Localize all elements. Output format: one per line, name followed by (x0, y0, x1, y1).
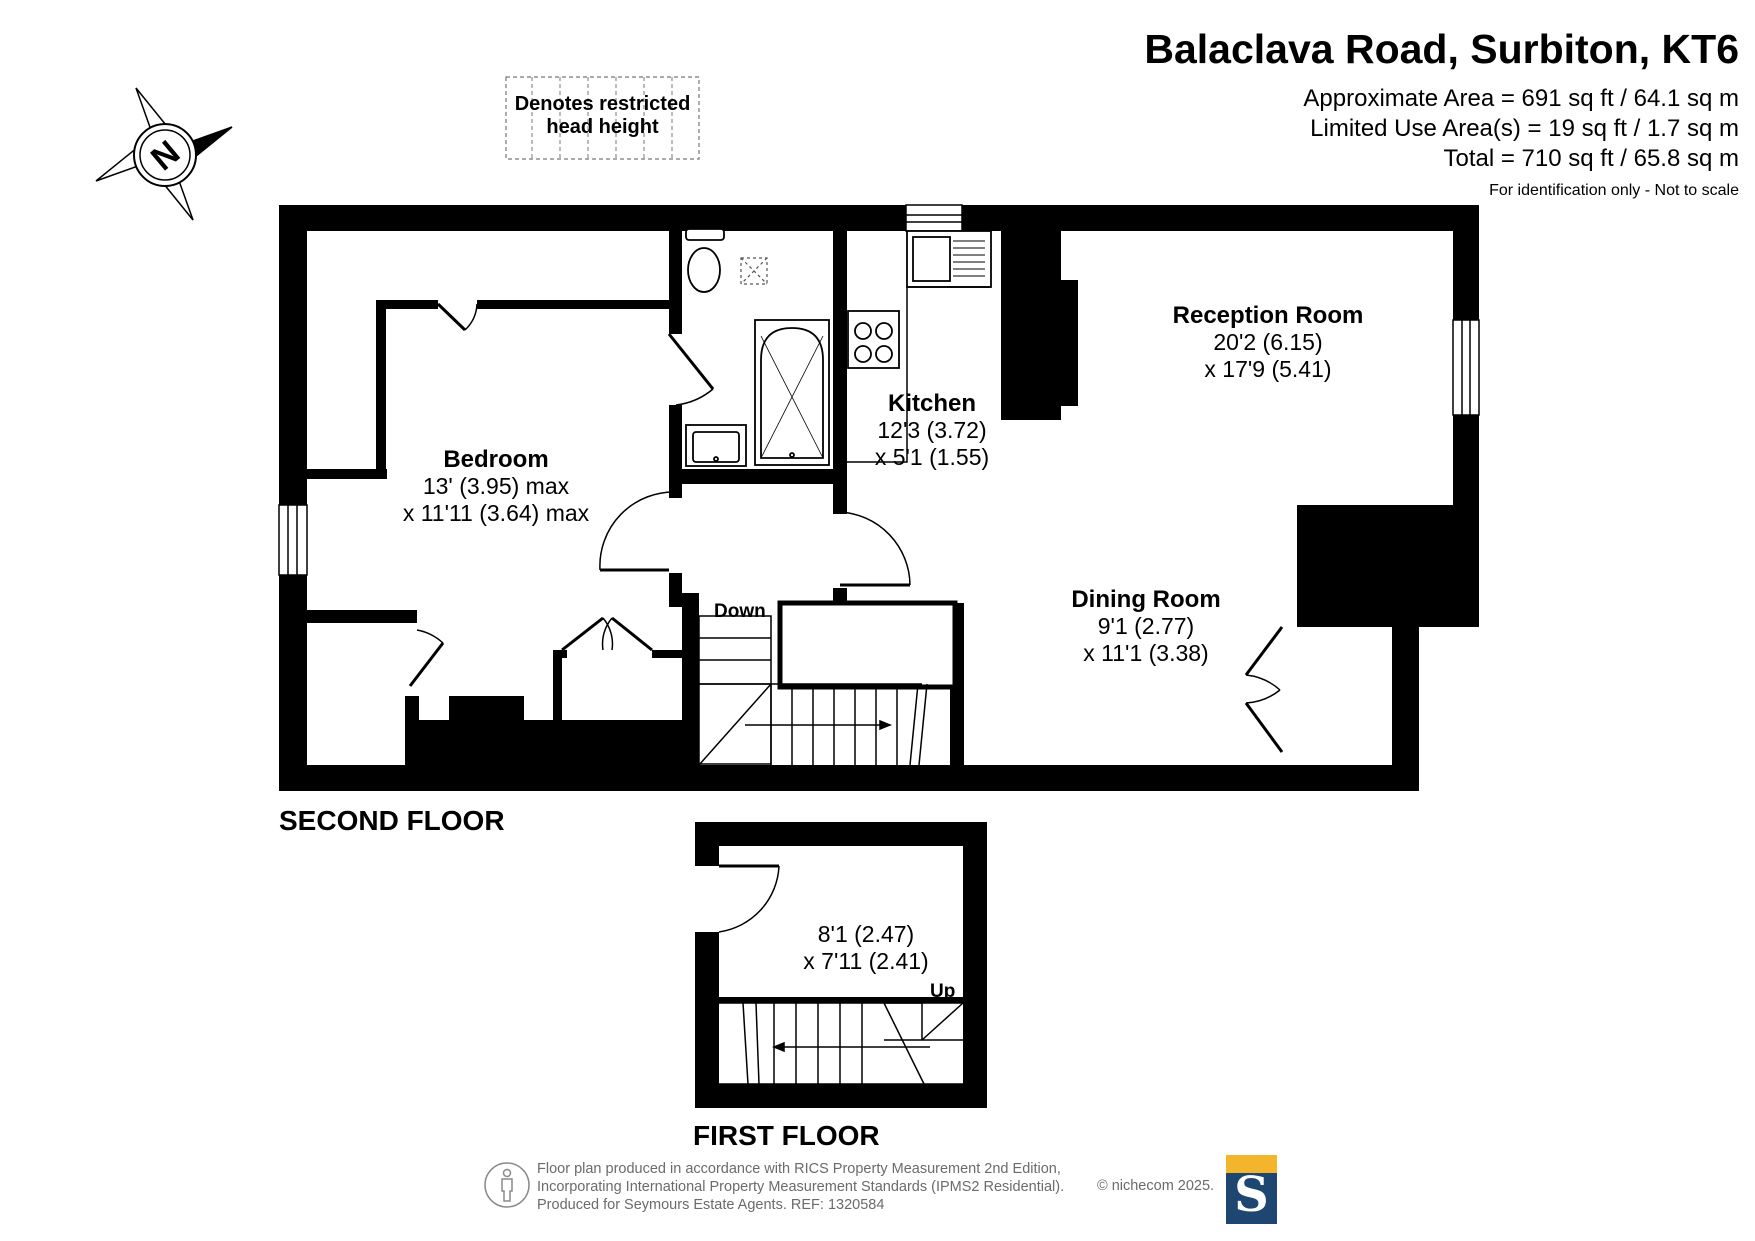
bedroom-label: Bedroom 13' (3.95) max x 11'11 (3.64) ma… (403, 446, 590, 526)
kitchen-sink-icon (906, 230, 992, 288)
dining-name: Dining Room (1071, 586, 1220, 613)
footer-line1: Floor plan produced in accordance with R… (537, 1161, 1061, 1177)
dining-room-label: Dining Room 9'1 (2.77) x 11'1 (3.38) (1071, 586, 1220, 666)
property-title: Balaclava Road, Surbiton, KT6 (1144, 26, 1739, 72)
total-area: Total = 710 sq ft / 65.8 sq m (1443, 145, 1740, 172)
first-floor-walls (695, 822, 987, 1108)
reception-dim2: x 17'9 (5.41) (1204, 356, 1331, 382)
toilet-icon (685, 228, 725, 293)
kitchen-label: Kitchen 12'3 (3.72) x 5'1 (1.55) (875, 390, 989, 470)
approximate-area: Approximate Area = 691 sq ft / 64.1 sq m (1303, 85, 1739, 112)
bedroom-dim1: 13' (3.95) max (423, 473, 570, 499)
first-floor-door-swing (718, 864, 780, 933)
copyright-notice: © nichecom 2025. (1097, 1178, 1215, 1194)
agent-logo: S (1226, 1155, 1277, 1224)
stairs-up-label: Up (930, 981, 955, 1002)
staircase-down (698, 615, 928, 766)
restricted-height-marker-icon (740, 257, 768, 285)
compass-rose-icon: N (95, 87, 233, 221)
first-floor-dim2: x 7'11 (2.41) (803, 948, 928, 974)
ipms-person-icon (484, 1162, 530, 1208)
dining-dim2: x 11'1 (3.38) (1083, 640, 1208, 666)
second-floor-walls (279, 205, 1479, 791)
dining-dim1: 9'1 (2.77) (1098, 613, 1194, 639)
limited-use-area: Limited Use Area(s) = 19 sq ft / 1.7 sq … (1310, 115, 1739, 142)
first-floor-label: FIRST FLOOR (693, 1120, 880, 1151)
kitchen-worktop (847, 286, 991, 463)
window-east (1452, 319, 1480, 416)
door-swings (408, 302, 1284, 753)
hob-icon (847, 310, 900, 369)
restricted-key-line2: head height (546, 116, 659, 138)
first-floor-room-label: 8'1 (2.47) x 7'11 (2.41) (803, 921, 928, 974)
kitchen-name: Kitchen (888, 390, 976, 417)
kitchen-dim1: 12'3 (3.72) (877, 417, 986, 443)
window-west (278, 504, 308, 576)
staircase-up (719, 1002, 964, 1085)
restricted-height-key-box (505, 76, 700, 160)
bathroom-sink-icon (685, 424, 747, 467)
footer-measurement-notice: Floor plan produced in accordance with R… (537, 1160, 1064, 1214)
reception-room-label: Reception Room 20'2 (6.15) x 17'9 (5.41) (1173, 302, 1364, 382)
logo-letter: S (1234, 1167, 1269, 1223)
restricted-height-key-label: Denotes restricted head height (505, 93, 700, 139)
stairs-down-label: Down (714, 601, 766, 622)
reception-dim1: 20'2 (6.15) (1213, 329, 1322, 355)
restricted-key-line1: Denotes restricted (514, 93, 691, 115)
footer-line2: Incorporating International Property Mea… (537, 1179, 1065, 1195)
bedroom-name: Bedroom (443, 446, 548, 473)
logo-top-band (1226, 1155, 1277, 1173)
reception-name: Reception Room (1173, 302, 1364, 329)
footer-line3: Produced for Seymours Estate Agents. REF… (537, 1197, 885, 1213)
second-floor-label: SECOND FLOOR (279, 805, 505, 836)
first-floor-dim1: 8'1 (2.47) (818, 921, 914, 947)
kitchen-dim2: x 5'1 (1.55) (875, 444, 989, 470)
scale-disclaimer: For identification only - Not to scale (1489, 182, 1739, 199)
bedroom-dim2: x 11'11 (3.64) max (403, 500, 590, 526)
bathtub-icon (754, 319, 830, 466)
window-north (905, 204, 963, 232)
